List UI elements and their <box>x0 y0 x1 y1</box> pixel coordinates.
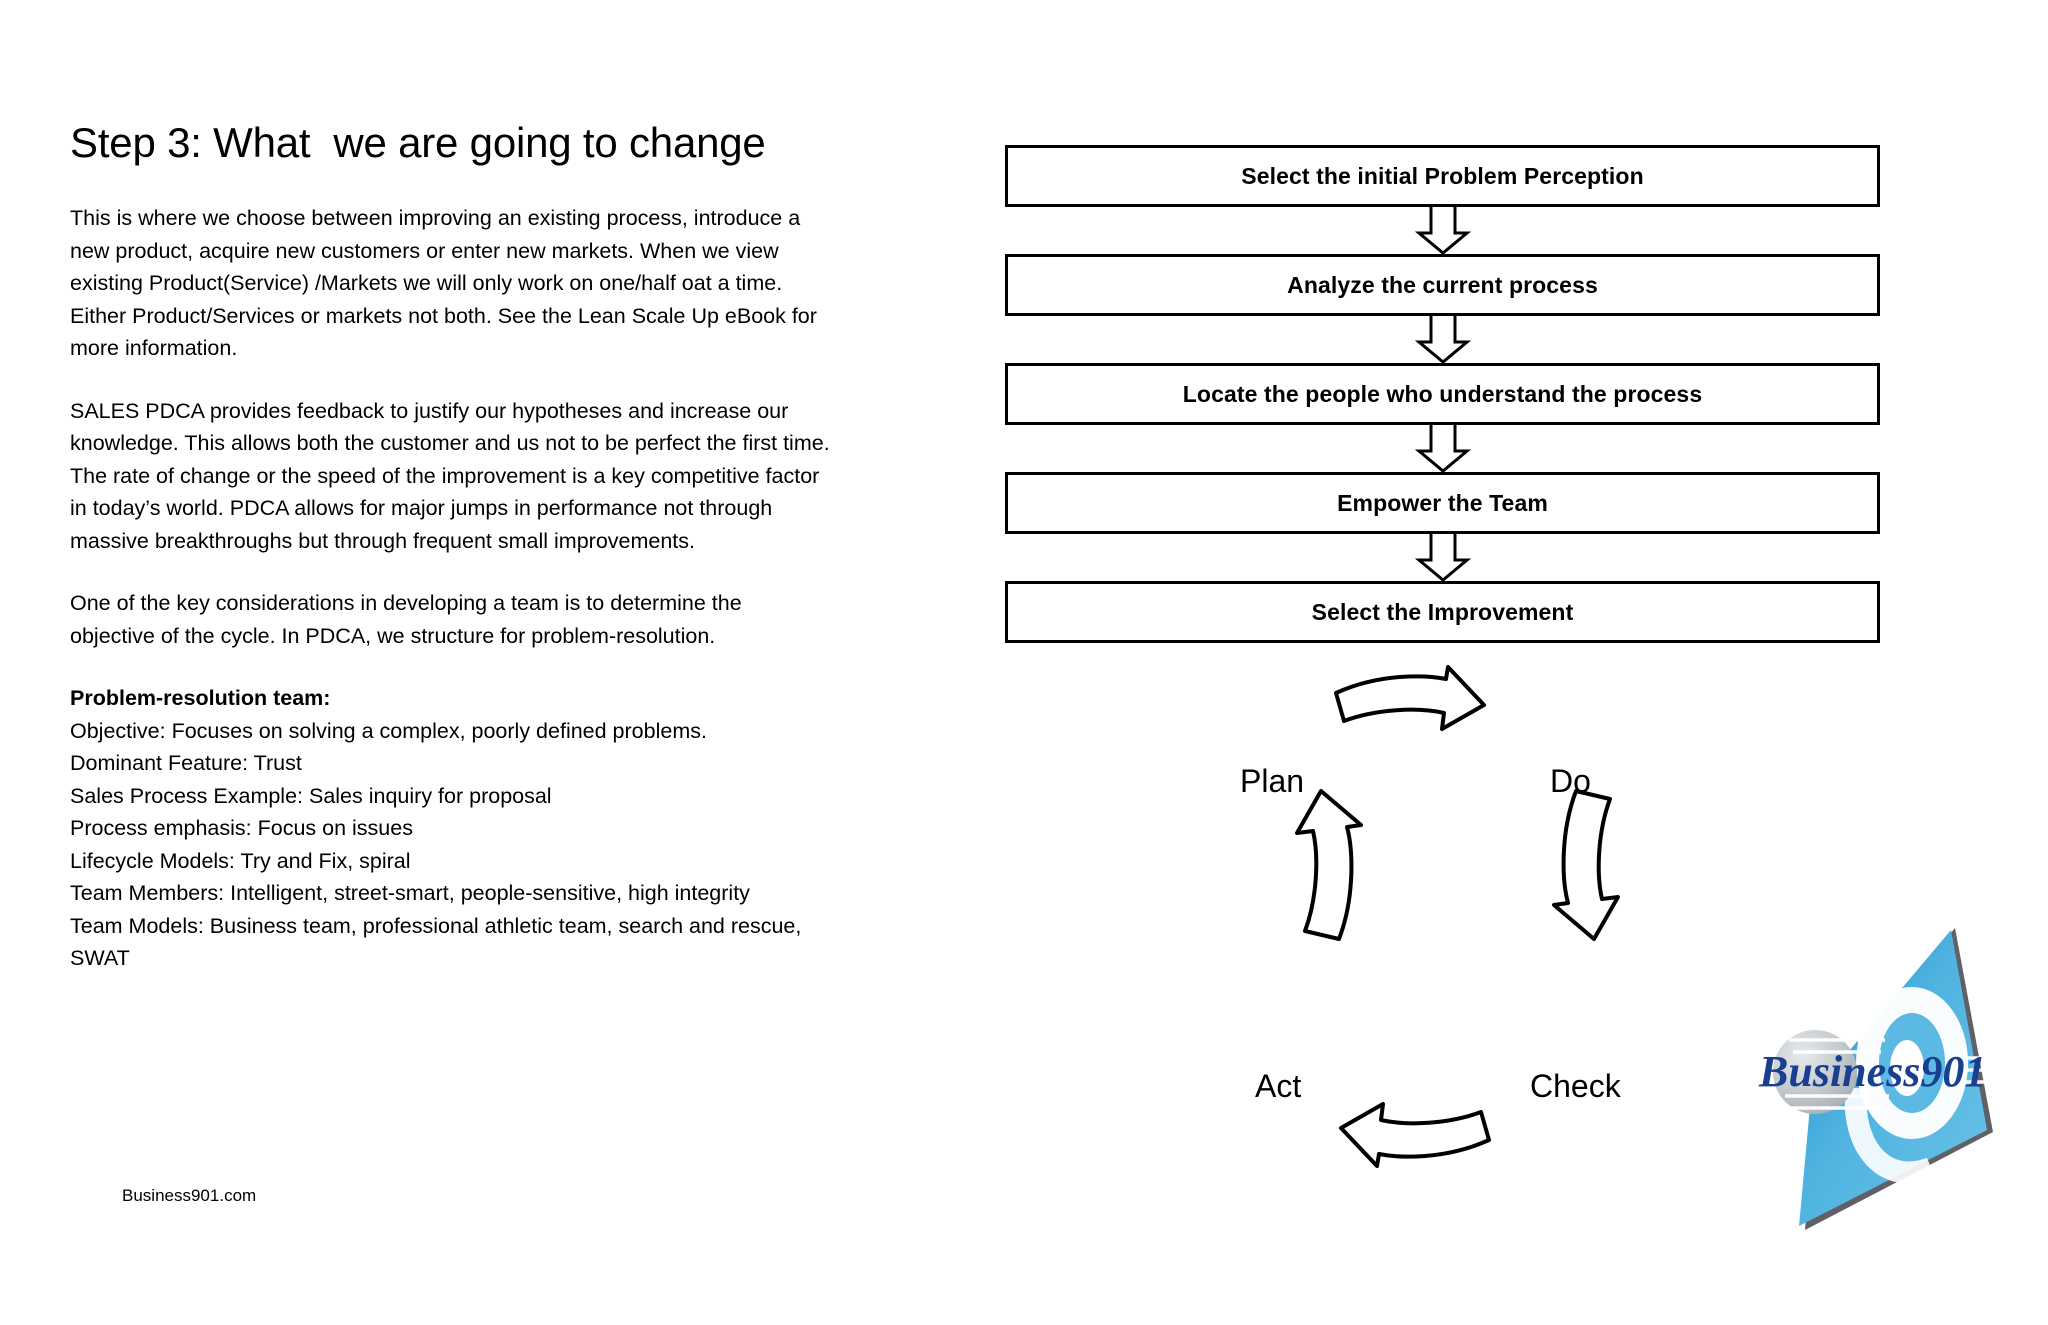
flow-connector <box>1005 205 1880 255</box>
flow-step-box: Locate the people who understand the pro… <box>1005 363 1880 425</box>
down-arrow-icon <box>1414 314 1471 364</box>
list-item: Team Members: Intelligent, street-smart,… <box>70 881 750 906</box>
team-section-heading: Problem-resolution team: <box>70 686 331 711</box>
flow-step-label: Locate the people who understand the pro… <box>1182 380 1703 407</box>
list-item: Team Models: Business team, professional… <box>70 913 802 971</box>
footer-attribution: Business901.com <box>122 1186 257 1205</box>
curved-arrow-down-icon <box>1552 789 1620 941</box>
body-paragraph-1: This is where we choose between improvin… <box>70 206 817 361</box>
flow-step-box: Select the Improvement <box>1005 581 1880 643</box>
page-title: Step 3: What we are going to change <box>70 119 766 166</box>
body-paragraph-2: SALES PDCA provides feedback to justify … <box>70 398 830 553</box>
curved-arrow-right-icon <box>1334 665 1486 731</box>
logo-wordmark: Business901 <box>1758 1047 1986 1096</box>
pdca-label-act: Act <box>1255 1068 1302 1104</box>
curved-arrow-up-icon <box>1295 789 1363 941</box>
curved-arrow-left-icon <box>1339 1102 1491 1168</box>
flow-step-label: Select the initial Problem Perception <box>1241 162 1644 189</box>
list-item: Process emphasis: Focus on issues <box>70 816 413 841</box>
slide-text-column: Step 3: What we are going to change This… <box>70 119 830 975</box>
flow-step-box: Select the initial Problem Perception <box>1005 145 1880 207</box>
logo-graphic: Business901 <box>1758 928 2007 1230</box>
flow-connector <box>1005 423 1880 473</box>
pdca-cycle-diagram: Plan Do Act Check <box>1130 665 1690 1195</box>
flow-connector <box>1005 532 1880 582</box>
team-attribute-list: Objective: Focuses on solving a complex,… <box>70 715 830 975</box>
pdca-label-check: Check <box>1530 1068 1621 1104</box>
down-arrow-icon <box>1414 532 1471 582</box>
flow-step-label: Select the Improvement <box>1311 598 1574 625</box>
down-arrow-icon <box>1414 423 1471 473</box>
flow-step-label: Analyze the current process <box>1287 271 1598 298</box>
down-arrow-icon <box>1414 205 1471 255</box>
flow-step-box: Analyze the current process <box>1005 254 1880 316</box>
flow-step-label: Empower the Team <box>1337 489 1548 516</box>
list-item: Lifecycle Models: Try and Fix, spiral <box>70 848 411 873</box>
business901-logo: Business901 <box>1755 900 2045 1240</box>
list-item: Sales Process Example: Sales inquiry for… <box>70 783 552 808</box>
flow-connector <box>1005 314 1880 364</box>
pdca-label-do: Do <box>1550 763 1591 799</box>
process-flowchart: Select the initial Problem Perception An… <box>1005 145 1880 643</box>
body-paragraph-3: One of the key considerations in develop… <box>70 591 742 648</box>
list-item: Objective: Focuses on solving a complex,… <box>70 718 707 743</box>
pdca-label-plan: Plan <box>1240 763 1305 799</box>
list-item: Dominant Feature: Trust <box>70 751 302 776</box>
flow-step-box: Empower the Team <box>1005 472 1880 534</box>
